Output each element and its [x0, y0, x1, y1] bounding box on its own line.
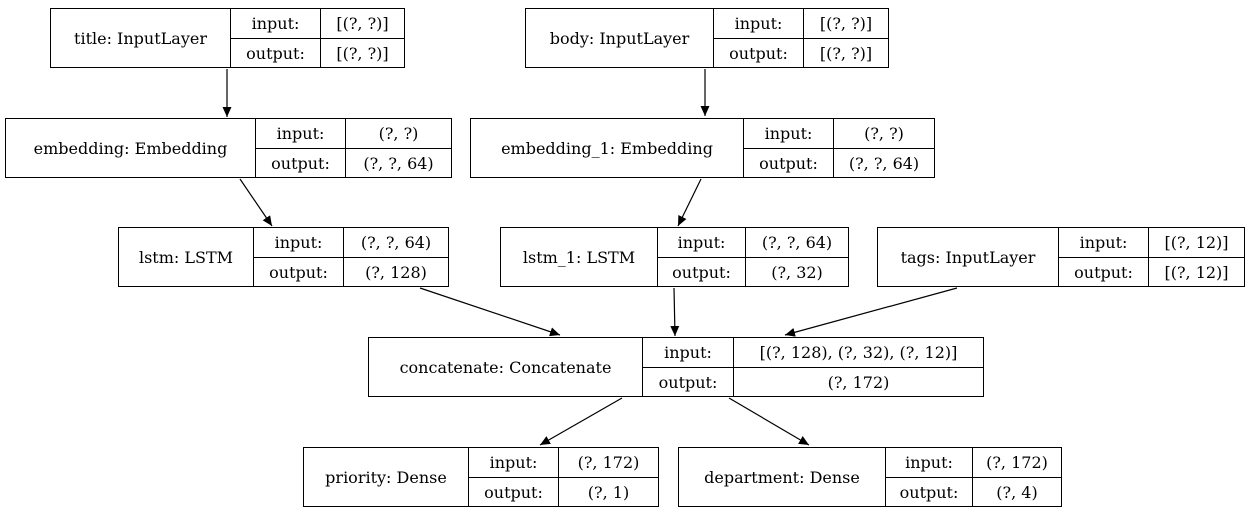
node-lstm-output-label: output: [254, 257, 344, 286]
node-concatenate-output-label: output: [643, 367, 734, 396]
node-embedding_1-output-shape: (?, ?, 64) [834, 148, 934, 177]
node-tags-input-shape: [(?, 12)] [1164, 233, 1229, 252]
node-body-output-label: output: [714, 38, 804, 67]
node-title-input-label: input: [231, 9, 321, 38]
node-department: department: Dense input: (?, 172) output… [678, 447, 1062, 507]
node-title-name: title: InputLayer [51, 9, 231, 67]
node-tags-output-label: output: [1059, 257, 1149, 286]
node-department-name: department: Dense [679, 448, 886, 506]
node-priority-input-label: input: [469, 448, 559, 477]
edge-embedding_1-to-lstm_1 [677, 178, 702, 227]
node-embedding-output-shape: (?, ?, 64) [346, 148, 451, 177]
node-embedding: embedding: Embedding input: (?, ?) outpu… [5, 118, 452, 178]
node-priority: priority: Dense input: (?, 172) output: … [303, 447, 659, 507]
node-tags-name: tags: InputLayer [878, 228, 1059, 286]
node-concatenate: concatenate: Concatenate input: [(?, 128… [368, 337, 984, 397]
node-concatenate-input-label: input: [643, 338, 734, 367]
node-embedding-name: embedding: Embedding [6, 119, 256, 177]
node-embedding_1-input-label: input: [744, 119, 834, 148]
node-title-input-shape: [(?, ?)] [336, 14, 389, 33]
node-lstm-input-label: input: [254, 228, 344, 257]
node-lstm_1-output-label: output: [658, 257, 746, 286]
node-lstm-name: lstm: LSTM [119, 228, 254, 286]
node-embedding-output-label: output: [256, 148, 346, 177]
node-lstm_1-input-shape: (?, ?, 64) [761, 233, 833, 252]
edge-lstm_1-to-concatenate [670, 287, 680, 337]
node-department-output-shape: (?, 4) [973, 477, 1061, 506]
node-priority-input-shape: (?, 172) [577, 453, 640, 472]
node-lstm_1-output-shape: (?, 32) [746, 257, 848, 286]
node-body-output-shape: [(?, ?)] [804, 38, 888, 67]
edge-tags-to-concatenate [784, 287, 958, 337]
node-embedding-input-shape: (?, ?) [378, 124, 419, 143]
node-body: body: InputLayer input: [(?, ?)] output:… [525, 8, 889, 68]
node-lstm_1-name: lstm_1: LSTM [501, 228, 658, 286]
node-embedding_1: embedding_1: Embedding input: (?, ?) out… [470, 118, 935, 178]
node-department-output-label: output: [886, 477, 973, 506]
node-tags: tags: InputLayer input: [(?, 12)] output… [877, 227, 1245, 287]
node-priority-output-shape: (?, 1) [559, 477, 658, 506]
edge-concatenate-to-priority [539, 397, 623, 446]
node-lstm_1-input-label: input: [658, 228, 746, 257]
node-lstm_1: lstm_1: LSTM input: (?, ?, 64) output: (… [500, 227, 849, 287]
node-embedding_1-input-shape: (?, ?) [864, 124, 904, 143]
node-title-output-label: output: [231, 38, 321, 67]
node-embedding_1-output-label: output: [744, 148, 834, 177]
edge-lstm-to-concatenate [419, 287, 561, 337]
node-department-input-shape: (?, 172) [986, 453, 1048, 472]
node-concatenate-name: concatenate: Concatenate [369, 338, 643, 396]
node-body-name: body: InputLayer [526, 9, 714, 67]
node-concatenate-output-shape: (?, 172) [734, 367, 983, 396]
edge-concatenate-to-department [728, 397, 810, 446]
node-body-input-label: input: [714, 9, 804, 38]
node-department-input-label: input: [886, 448, 973, 477]
node-embedding_1-name: embedding_1: Embedding [471, 119, 744, 177]
node-body-input-shape: [(?, ?)] [819, 14, 873, 33]
node-lstm: lstm: LSTM input: (?, ?, 64) output: (?,… [118, 227, 449, 287]
node-title: title: InputLayer input: [(?, ?)] output… [50, 8, 405, 68]
node-priority-output-label: output: [469, 477, 559, 506]
node-priority-name: priority: Dense [304, 448, 469, 506]
node-lstm-output-shape: (?, 128) [344, 257, 448, 286]
node-tags-input-label: input: [1059, 228, 1149, 257]
node-title-output-shape: [(?, ?)] [321, 38, 404, 67]
edge-embedding-to-lstm [239, 178, 273, 227]
node-embedding-input-label: input: [256, 119, 346, 148]
node-tags-output-shape: [(?, 12)] [1149, 257, 1244, 286]
node-concatenate-input-shape: [(?, 128), (?, 32), (?, 12)] [759, 343, 958, 362]
node-lstm-input-shape: (?, ?, 64) [360, 233, 432, 252]
